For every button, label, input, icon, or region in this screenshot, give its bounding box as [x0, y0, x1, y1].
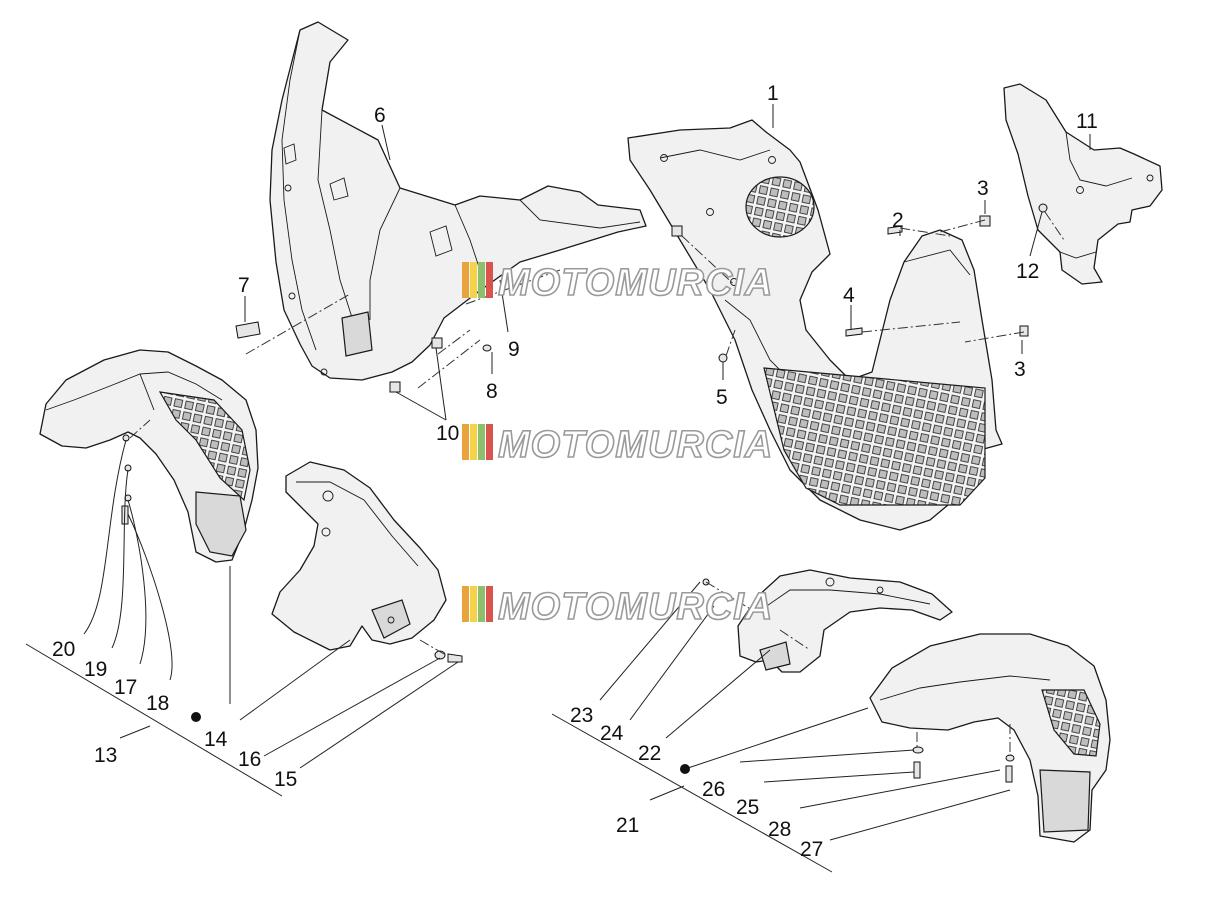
callout-9: 9	[508, 338, 520, 361]
callout-11: 11	[1076, 110, 1098, 133]
callout-3b: 3	[1014, 358, 1026, 381]
clip-part-10c	[671, 225, 683, 237]
callout-25: 25	[736, 796, 759, 819]
watermark-3: MOTOMURCIA	[462, 585, 773, 629]
callout-7: 7	[238, 274, 250, 297]
callout-24: 24	[600, 722, 624, 745]
reference-dot-13	[191, 712, 201, 722]
hardware	[121, 203, 1048, 783]
reference-dot-21	[680, 764, 690, 774]
callout-1: 1	[767, 82, 779, 105]
callout-17: 17	[114, 676, 137, 699]
watermark-text: MOTOMURCIA	[498, 424, 773, 466]
callout-21: 21	[616, 814, 639, 837]
screw-part-27	[1005, 765, 1013, 783]
bolt-part-15	[447, 653, 463, 663]
washer-part-26	[912, 746, 924, 754]
callout-18: 18	[146, 692, 169, 715]
rear-fender-part-21	[869, 633, 1111, 843]
callout-14: 14	[204, 728, 228, 751]
callout-8: 8	[486, 380, 498, 403]
callout-6: 6	[374, 104, 386, 127]
assembly-lines	[129, 211, 1065, 756]
callout-3a: 3	[977, 177, 989, 200]
nut-part-12	[1038, 203, 1048, 213]
callout-5: 5	[716, 386, 728, 409]
callout-27: 27	[800, 838, 823, 861]
callout-13: 13	[94, 744, 117, 767]
callout-16: 16	[238, 748, 261, 771]
callout-19: 19	[84, 658, 107, 681]
callout-28: 28	[768, 818, 791, 841]
clip-part-3b	[1019, 325, 1029, 337]
callout-20: 20	[52, 638, 75, 661]
callout-15: 15	[274, 768, 297, 791]
front-fender-part-18	[39, 349, 259, 563]
callout-26: 26	[702, 778, 725, 801]
screw-part-25	[913, 761, 921, 779]
front-shield-part-1	[627, 119, 1003, 531]
clip-part-10a	[431, 337, 443, 349]
callout-12: 12	[1016, 260, 1039, 283]
watermark-2: MOTOMURCIA	[462, 423, 773, 467]
watermark-text: MOTOMURCIA	[498, 262, 773, 304]
callout-4: 4	[843, 284, 855, 307]
clip-part-10b	[389, 381, 401, 393]
washer-part-8	[482, 344, 492, 352]
bracket-part-11	[1003, 83, 1163, 285]
callout-10: 10	[436, 422, 459, 445]
callout-22: 22	[638, 742, 661, 765]
callout-numbers: 1 2 3 3 4 5 6 7 8 9 10 11 12 13 14 15 16…	[52, 82, 1098, 861]
watermark-text: MOTOMURCIA	[498, 586, 773, 628]
fender-inner-part-22	[737, 569, 953, 673]
callout-23: 23	[570, 704, 593, 727]
callout-2: 2	[892, 209, 904, 232]
leader-lines	[25, 104, 1091, 873]
fender-inner-part-14	[271, 461, 447, 651]
screw-part-4	[845, 327, 863, 337]
grommet-part-7	[235, 321, 261, 339]
screw-part-2	[887, 225, 903, 235]
watermark-1: MOTOMURCIA	[462, 261, 773, 305]
inner-shield-part-6	[269, 21, 647, 381]
